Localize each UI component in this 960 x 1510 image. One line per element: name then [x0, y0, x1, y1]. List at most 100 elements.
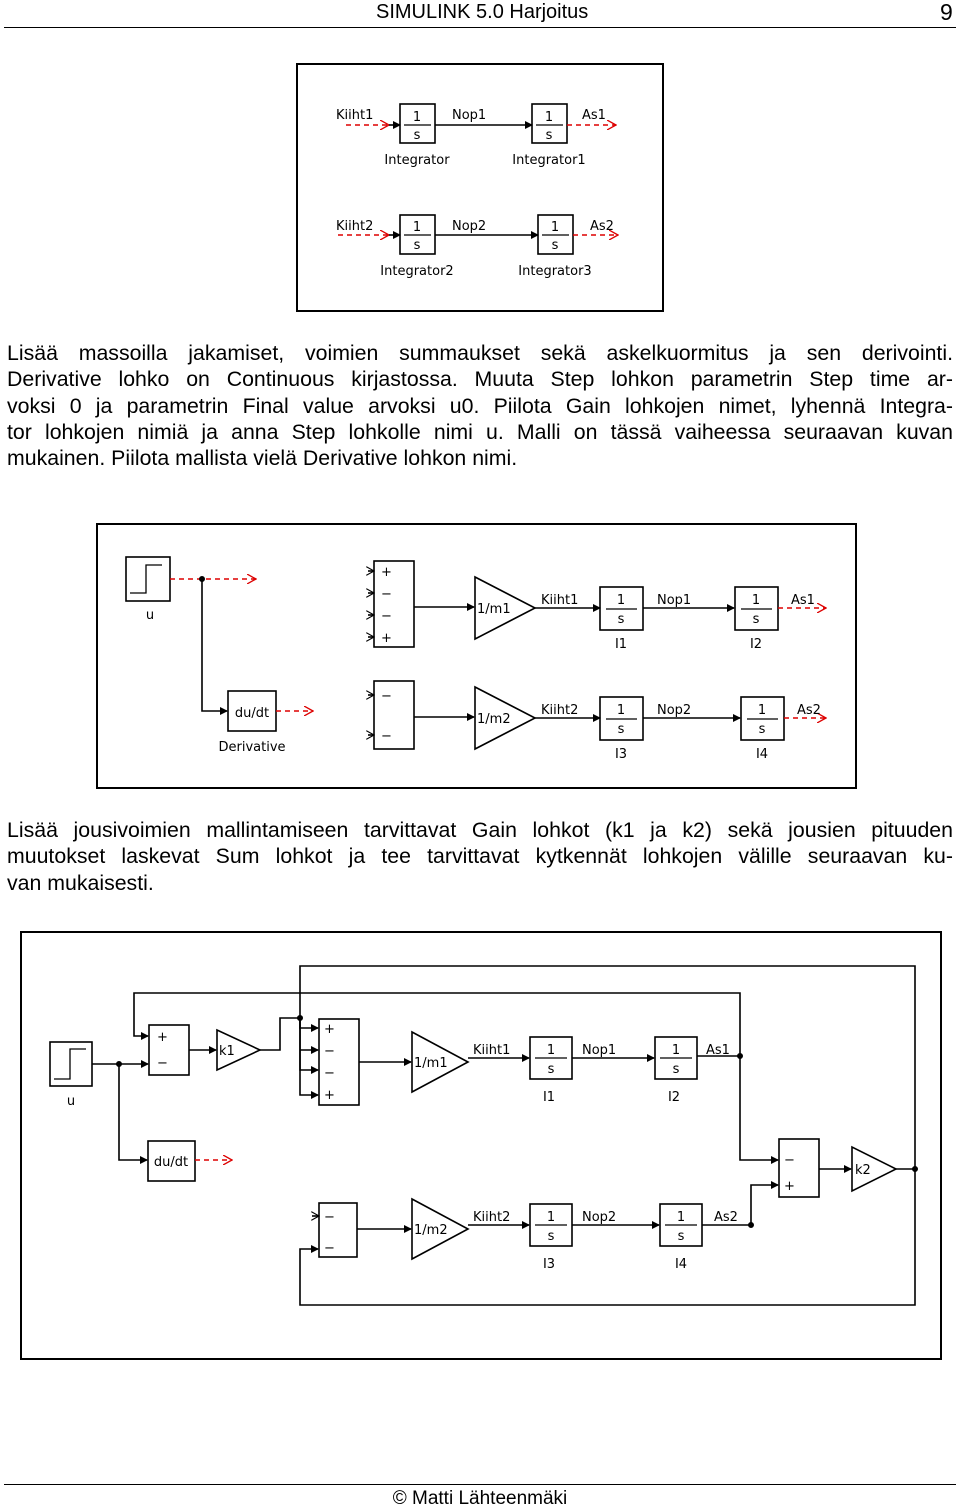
paragraph-2: Lisää jousivoimien mallintamiseen tarvit… [7, 817, 953, 896]
paragraph-1-line: tor lohkojen nimiä ja anna Step lohkolle… [7, 419, 953, 444]
k2-feedback-line [299, 965, 916, 1169]
sum1-block[interactable] [373, 560, 415, 648]
i3-name: I3 [615, 747, 627, 762]
nop2-label: Nop2 [657, 703, 691, 718]
as1-label: As1 [706, 1043, 730, 1058]
sum-k2-sign: − [784, 1153, 795, 1168]
sum1-sign: − [324, 1044, 335, 1059]
integrator-block[interactable] [399, 103, 436, 144]
step-icon [130, 564, 162, 594]
gain-k1-block[interactable] [216, 1028, 262, 1072]
integrator3-name: Integrator3 [518, 264, 591, 279]
i3-denominator: s [548, 1229, 555, 1244]
gain-k2-block[interactable] [851, 1145, 898, 1193]
step-to-derivative-line [201, 579, 228, 715]
i4-numerator: 1 [677, 1210, 685, 1225]
sum1-sign: − [381, 609, 392, 624]
gain-k2-label: k2 [855, 1163, 871, 1178]
i2-name: I2 [750, 637, 762, 652]
page-header: SIMULINK 5.0 Harjoitus 9 [0, 0, 960, 28]
sum2-sign: − [381, 729, 392, 744]
page-footer: © Matti Lähteenmäki [392, 1488, 568, 1509]
step-icon [54, 1048, 86, 1080]
header-rule [4, 27, 956, 28]
figure-integrators-canvas: Kiiht1 Nop1 As1 Kiiht2 Nop2 As2 1 s 1 s … [336, 103, 662, 279]
integrator1-numerator: 1 [545, 110, 553, 125]
integrator-i2-block[interactable] [654, 1036, 698, 1080]
derivative-label: du/dt [154, 1155, 188, 1170]
sum-k1-sign: − [157, 1056, 168, 1071]
as1-label: As1 [791, 593, 815, 608]
integrator-numerator: 1 [413, 110, 421, 125]
gain-1-m1-label: 1/m1 [414, 1056, 448, 1071]
derivative-name: Derivative [218, 740, 285, 755]
paragraph-2-line: muutokset laskevat Sum lohkot ja tee tar… [7, 844, 953, 869]
integrator1-denominator: s [546, 128, 553, 143]
i1-denominator: s [618, 612, 625, 627]
paragraph-1-line: voksi 0 ja parametrin Final value arvoks… [7, 393, 953, 418]
gain-k1-label: k1 [219, 1044, 235, 1059]
sum2-block[interactable] [318, 1202, 358, 1258]
i1-numerator: 1 [617, 593, 625, 608]
sum2-sign: − [324, 1241, 335, 1256]
nop1-label: Nop1 [657, 593, 691, 608]
as2-label: As2 [714, 1210, 738, 1225]
paragraph-1-line: mukainen. Piilota mallista vielä Derivat… [7, 446, 518, 471]
step-block[interactable] [125, 556, 171, 602]
integrator2-numerator: 1 [413, 220, 421, 235]
header-title: SIMULINK 5.0 Harjoitus [376, 1, 589, 23]
sum2-sign: − [381, 689, 392, 704]
kiiht2-label: Kiiht2 [541, 703, 578, 718]
sum1-sign: − [381, 587, 392, 602]
nop2-label: Nop2 [582, 1210, 616, 1225]
sum-k2-block[interactable] [778, 1138, 820, 1198]
i3-name: I3 [543, 1257, 555, 1272]
integrator1-block[interactable] [531, 103, 568, 144]
gain-1-m1-label: 1/m1 [477, 602, 511, 617]
gain-1-m2-block[interactable] [411, 1197, 470, 1261]
i2-denominator: s [673, 1062, 680, 1077]
gain-1-m1-block[interactable] [474, 575, 537, 641]
sum-k1-sign: + [157, 1030, 168, 1045]
gain-1-m1-block[interactable] [411, 1030, 470, 1094]
sum1-sign: − [324, 1066, 335, 1081]
kiiht1-label: Kiiht1 [336, 108, 373, 123]
sum-k2-sign: + [784, 1179, 795, 1194]
nop2-label: Nop2 [452, 219, 486, 234]
figure-integrators: Kiiht1 Nop1 As1 Kiiht2 Nop2 As2 1 s 1 s … [296, 63, 664, 312]
i3-denominator: s [618, 722, 625, 737]
i1-numerator: 1 [547, 1043, 555, 1058]
k2-to-sum2-line [299, 1169, 916, 1306]
sum1-sign: + [381, 565, 392, 580]
step-to-derivative-line [118, 1064, 148, 1164]
i4-name: I4 [675, 1257, 687, 1272]
sum2-sign: − [324, 1210, 335, 1225]
footer-rule [4, 1484, 956, 1485]
gain-1-m2-block[interactable] [474, 685, 537, 751]
i4-name: I4 [756, 747, 768, 762]
integrator2-denominator: s [414, 238, 421, 253]
paragraph-1-line: Derivative lohko on Continuous kirjastos… [7, 367, 953, 392]
sum1-sign: + [324, 1088, 335, 1103]
sum2-block[interactable] [373, 680, 415, 750]
k1-to-sum1-line [299, 1018, 319, 1099]
gain-k1-output-line [260, 1017, 300, 1051]
i4-numerator: 1 [758, 703, 766, 718]
i2-numerator: 1 [752, 593, 760, 608]
i1-name: I1 [543, 1090, 555, 1105]
step-name: u [146, 608, 154, 623]
i4-denominator: s [759, 722, 766, 737]
i2-numerator: 1 [672, 1043, 680, 1058]
paragraph-2-line: van mukaisesti. [7, 870, 154, 895]
derivative-label: du/dt [235, 706, 269, 721]
derivative-block[interactable] [147, 1140, 196, 1182]
kiiht1-label: Kiiht1 [541, 593, 578, 608]
sum-k1-block[interactable] [148, 1024, 190, 1076]
figure-spring-model-canvas: u du/dt + − k1 + − − + − − − + k2 1/m1 1… [49, 965, 918, 1306]
i2-name: I2 [668, 1090, 680, 1105]
integrator-denominator: s [414, 128, 421, 143]
integrator2-name: Integrator2 [380, 264, 453, 279]
i3-numerator: 1 [617, 703, 625, 718]
k1-to-sum1-plus-line [299, 1018, 319, 1032]
sum1-sign: + [381, 631, 392, 646]
